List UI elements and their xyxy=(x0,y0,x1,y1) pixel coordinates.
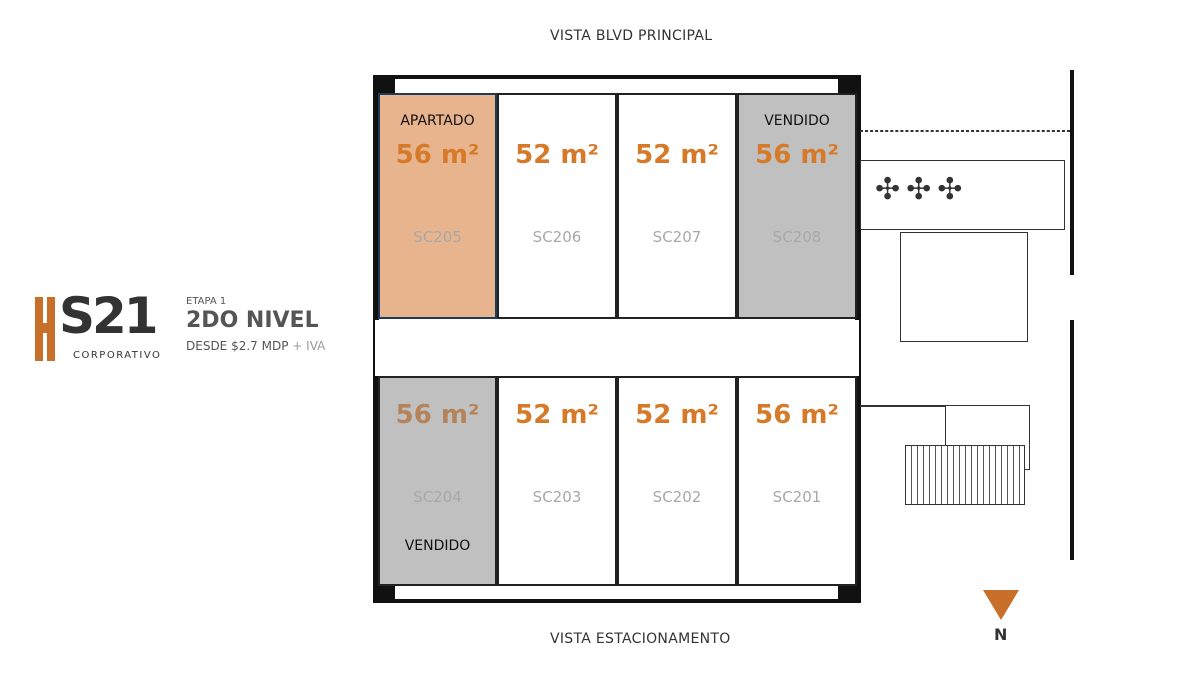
unit-sc203[interactable]: 52 m² SC203 xyxy=(497,376,617,586)
unit-code: SC207 xyxy=(652,228,702,246)
unit-area: 52 m² xyxy=(515,400,599,430)
restrooms xyxy=(900,232,1028,342)
unit-area: 56 m² xyxy=(755,400,839,430)
unit-code: SC206 xyxy=(532,228,582,246)
unit-sc207[interactable]: 52 m² SC207 xyxy=(617,93,737,319)
north-arrow-icon xyxy=(983,590,1019,620)
logo: S21 CORPORATIVO xyxy=(35,287,162,363)
unit-area: 56 m² xyxy=(755,140,839,170)
unit-status: VENDIDO xyxy=(764,113,830,129)
stairs xyxy=(905,445,1025,505)
logo-sub: CORPORATIVO xyxy=(73,350,162,361)
price-value: DESDE $2.7 MDP xyxy=(186,339,289,353)
unit-area: 52 m² xyxy=(635,140,719,170)
unit-code: SC208 xyxy=(772,228,822,246)
view-label-bottom: VISTA ESTACIONAMENTO xyxy=(550,631,731,647)
unit-code: SC202 xyxy=(652,488,702,506)
unit-sc208[interactable]: VENDIDO 56 m² SC208 xyxy=(737,93,857,319)
unit-area: 56 m² xyxy=(395,400,480,430)
table-icons: ✣✣✣ xyxy=(875,172,969,207)
unit-code: SC203 xyxy=(532,488,582,506)
unit-sc206[interactable]: 52 m² SC206 xyxy=(497,93,617,319)
dining-area xyxy=(860,160,1065,230)
unit-sc205[interactable]: APARTADO 56 m² SC205 xyxy=(378,93,497,319)
level-title: 2DO NIVEL xyxy=(186,308,319,333)
unit-status: VENDIDO xyxy=(404,538,471,554)
unit-sc204[interactable]: VENDIDO 56 m² SC204 xyxy=(378,376,497,586)
logo-brand: S21 xyxy=(59,287,159,345)
unit-area: 52 m² xyxy=(515,140,599,170)
view-label-top: VISTA BLVD PRINCIPAL xyxy=(550,28,713,44)
unit-status: APARTADO xyxy=(400,113,475,129)
unit-code: SC205 xyxy=(413,228,462,246)
tax-label: + IVA xyxy=(292,339,326,353)
corridor xyxy=(375,320,859,376)
price-label: DESDE $2.7 MDP + IVA xyxy=(186,339,325,353)
unit-area: 52 m² xyxy=(635,400,719,430)
north-label: N xyxy=(994,625,1008,644)
unit-area: 56 m² xyxy=(395,140,480,170)
unit-sc201[interactable]: 56 m² SC201 xyxy=(737,376,857,586)
unit-code: SC201 xyxy=(772,488,822,506)
stage-label: ETAPA 1 xyxy=(186,296,227,307)
unit-code: SC204 xyxy=(413,488,462,506)
unit-sc202[interactable]: 52 m² SC202 xyxy=(617,376,737,586)
